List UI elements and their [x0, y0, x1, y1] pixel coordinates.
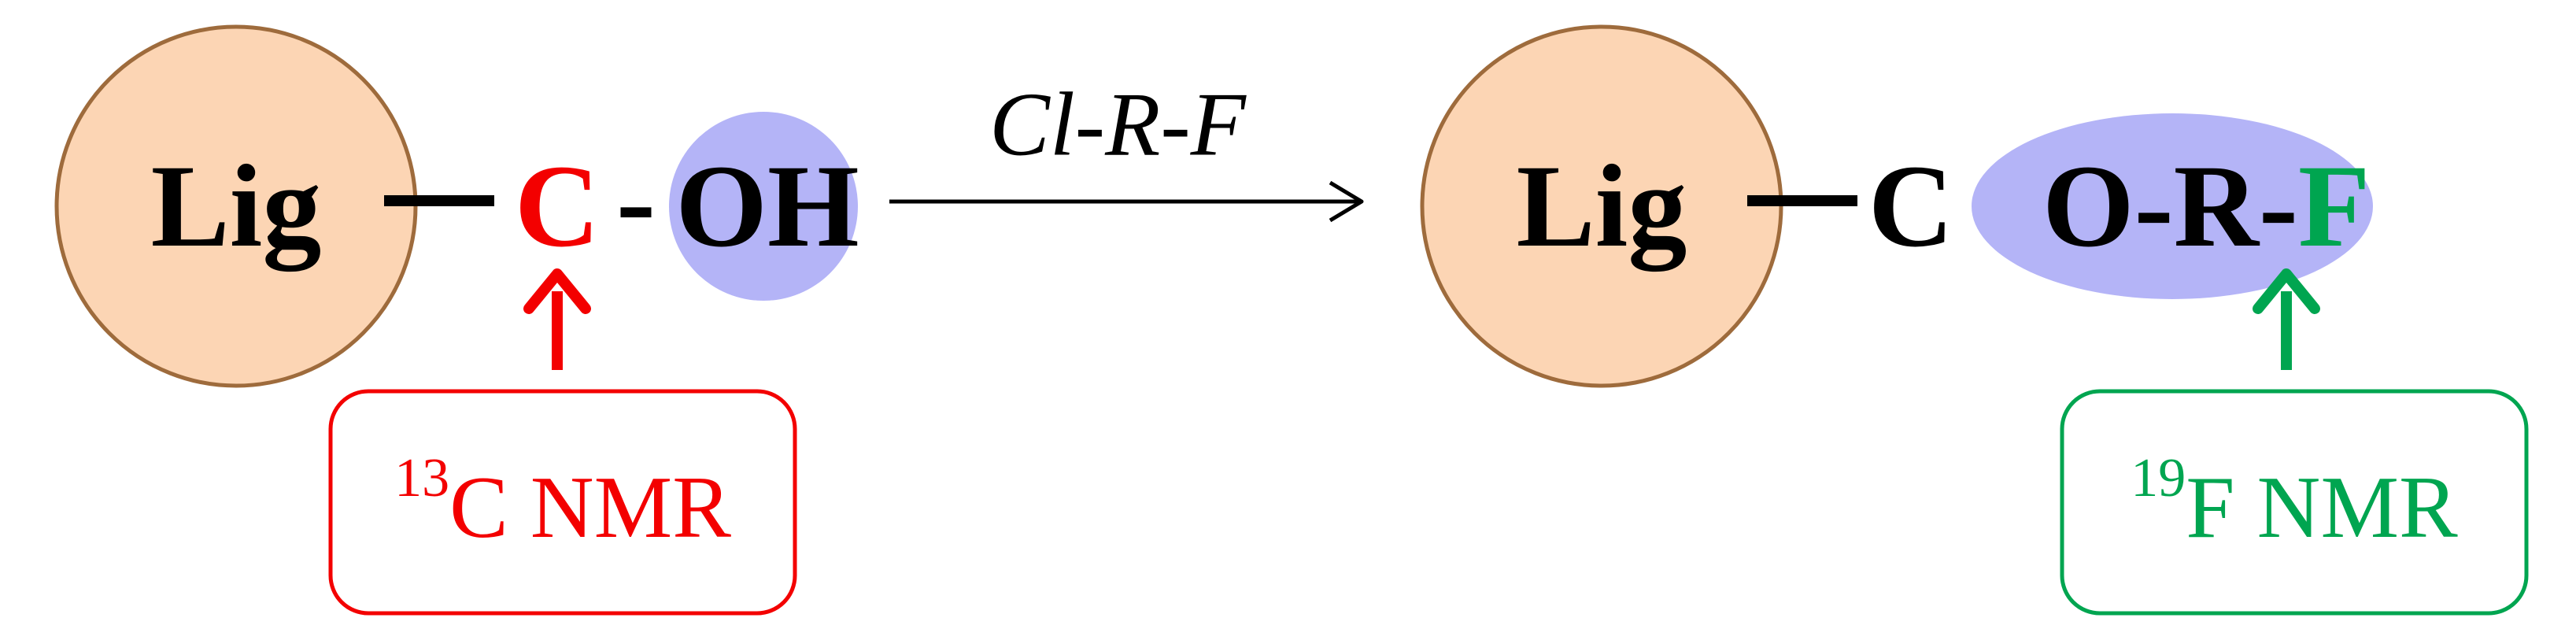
left-nmr-box [328, 389, 797, 616]
left-nmr-mass-number: 13 [394, 448, 449, 509]
right-nmr-label: 19F NMR [2131, 448, 2458, 557]
left-ligand-label: Lig [151, 141, 322, 272]
right-nmr-mass-number: 19 [2131, 448, 2186, 509]
right-nmr-text: F NMR [2186, 459, 2458, 557]
right-nmr-box [2060, 389, 2529, 616]
reaction-arrow-head [1329, 180, 1364, 223]
left-nmr-label: 13C NMR [394, 448, 731, 557]
right-fluorine-label: F [2298, 141, 2371, 272]
right-molecule: Lig C - O-R-F 19F NMR [1420, 24, 2529, 616]
right-ester-bubble [1972, 113, 2373, 299]
left-molecule: Lig C - OH 13C NMR [54, 24, 859, 616]
left-carbon-label: C [515, 141, 600, 272]
right-ligand-label: Lig [1517, 141, 1687, 272]
reagent-label: Cl-R-F [989, 75, 1247, 175]
right-ester-group: O-R- [2042, 141, 2298, 272]
left-nmr-text: C NMR [449, 459, 731, 557]
right-ester-label: O-R-F [2042, 141, 2371, 272]
left-bond-dash: - [616, 135, 656, 266]
left-nmr-arrow-head [523, 268, 591, 314]
left-hydroxyl-bubble [669, 112, 858, 301]
right-nmr-arrow-head [2253, 268, 2320, 314]
right-carbon-label: C [1868, 141, 1953, 272]
reaction-arrow-group: Cl-R-F [889, 75, 1364, 223]
left-hydroxyl-label: OH [675, 141, 859, 272]
